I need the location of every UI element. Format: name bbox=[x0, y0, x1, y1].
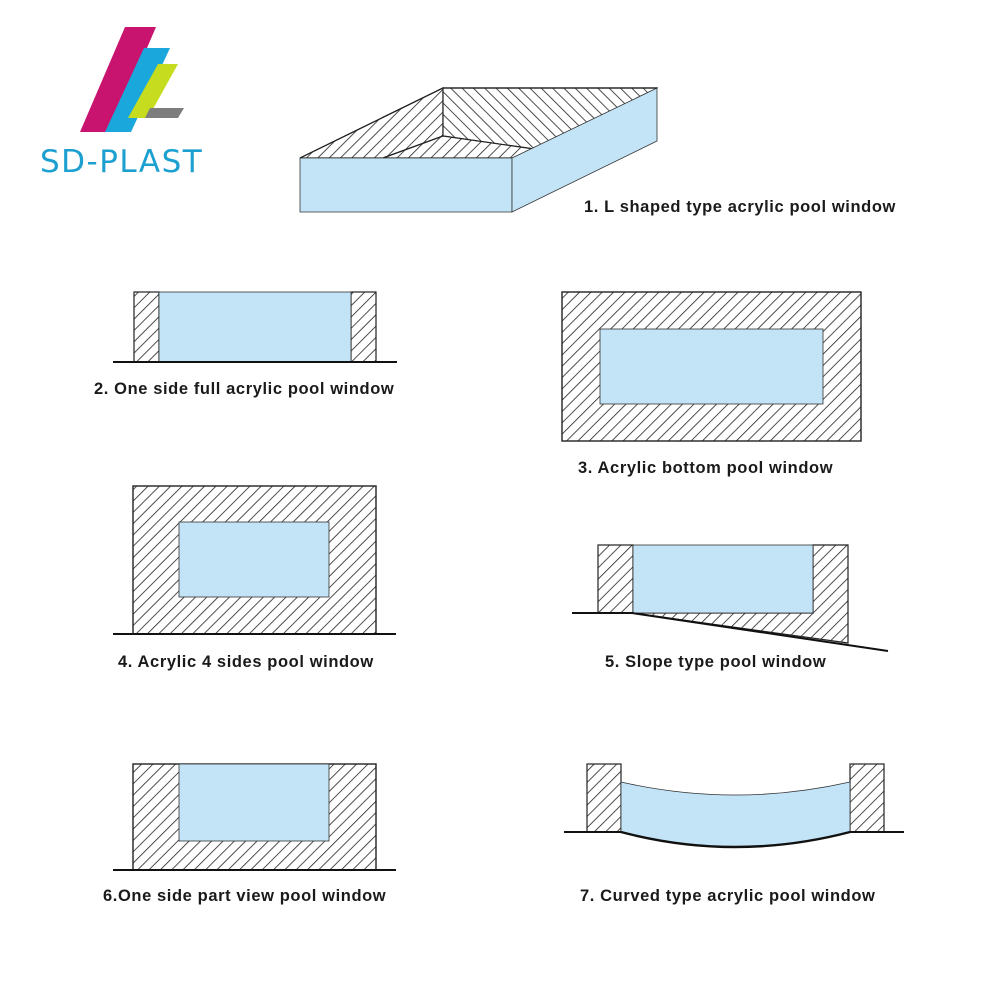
diagram-one-side-full: 2. One side full acrylic pool window bbox=[94, 291, 397, 398]
slope-pool-window-icon bbox=[572, 544, 889, 652]
diagram-label: 3. Acrylic bottom pool window bbox=[578, 459, 833, 477]
diagram-curved: 7. Curved type acrylic pool window bbox=[564, 763, 904, 905]
brand-name: SD-PLAST bbox=[40, 144, 203, 180]
diagram-label: 6.One side part view pool window bbox=[103, 887, 386, 905]
one-side-full-pool-window-icon bbox=[113, 291, 397, 363]
logo-mark-icon bbox=[80, 27, 184, 132]
diagram-l-shaped: 1. L shaped type acrylic pool window bbox=[299, 87, 896, 216]
diagram-one-side-part: 6.One side part view pool window bbox=[103, 763, 396, 905]
brand-logo: SD-PLAST bbox=[40, 27, 203, 180]
bottom-pool-window-icon bbox=[561, 291, 862, 442]
diagram-bottom: 3. Acrylic bottom pool window bbox=[561, 291, 862, 477]
diagram-four-sides: 4. Acrylic 4 sides pool window bbox=[113, 485, 396, 671]
diagram-label: 1. L shaped type acrylic pool window bbox=[584, 198, 896, 216]
curved-pool-window-icon bbox=[564, 763, 904, 849]
l-shaped-pool-window-icon bbox=[299, 87, 659, 213]
diagram-label: 2. One side full acrylic pool window bbox=[94, 380, 394, 398]
diagram-label: 7. Curved type acrylic pool window bbox=[580, 887, 875, 905]
diagram-label: 5. Slope type pool window bbox=[605, 653, 826, 671]
one-side-part-pool-window-icon bbox=[113, 763, 396, 871]
four-sides-pool-window-icon bbox=[113, 485, 396, 635]
diagram-slope: 5. Slope type pool window bbox=[572, 544, 889, 671]
diagram-label: 4. Acrylic 4 sides pool window bbox=[118, 653, 374, 671]
